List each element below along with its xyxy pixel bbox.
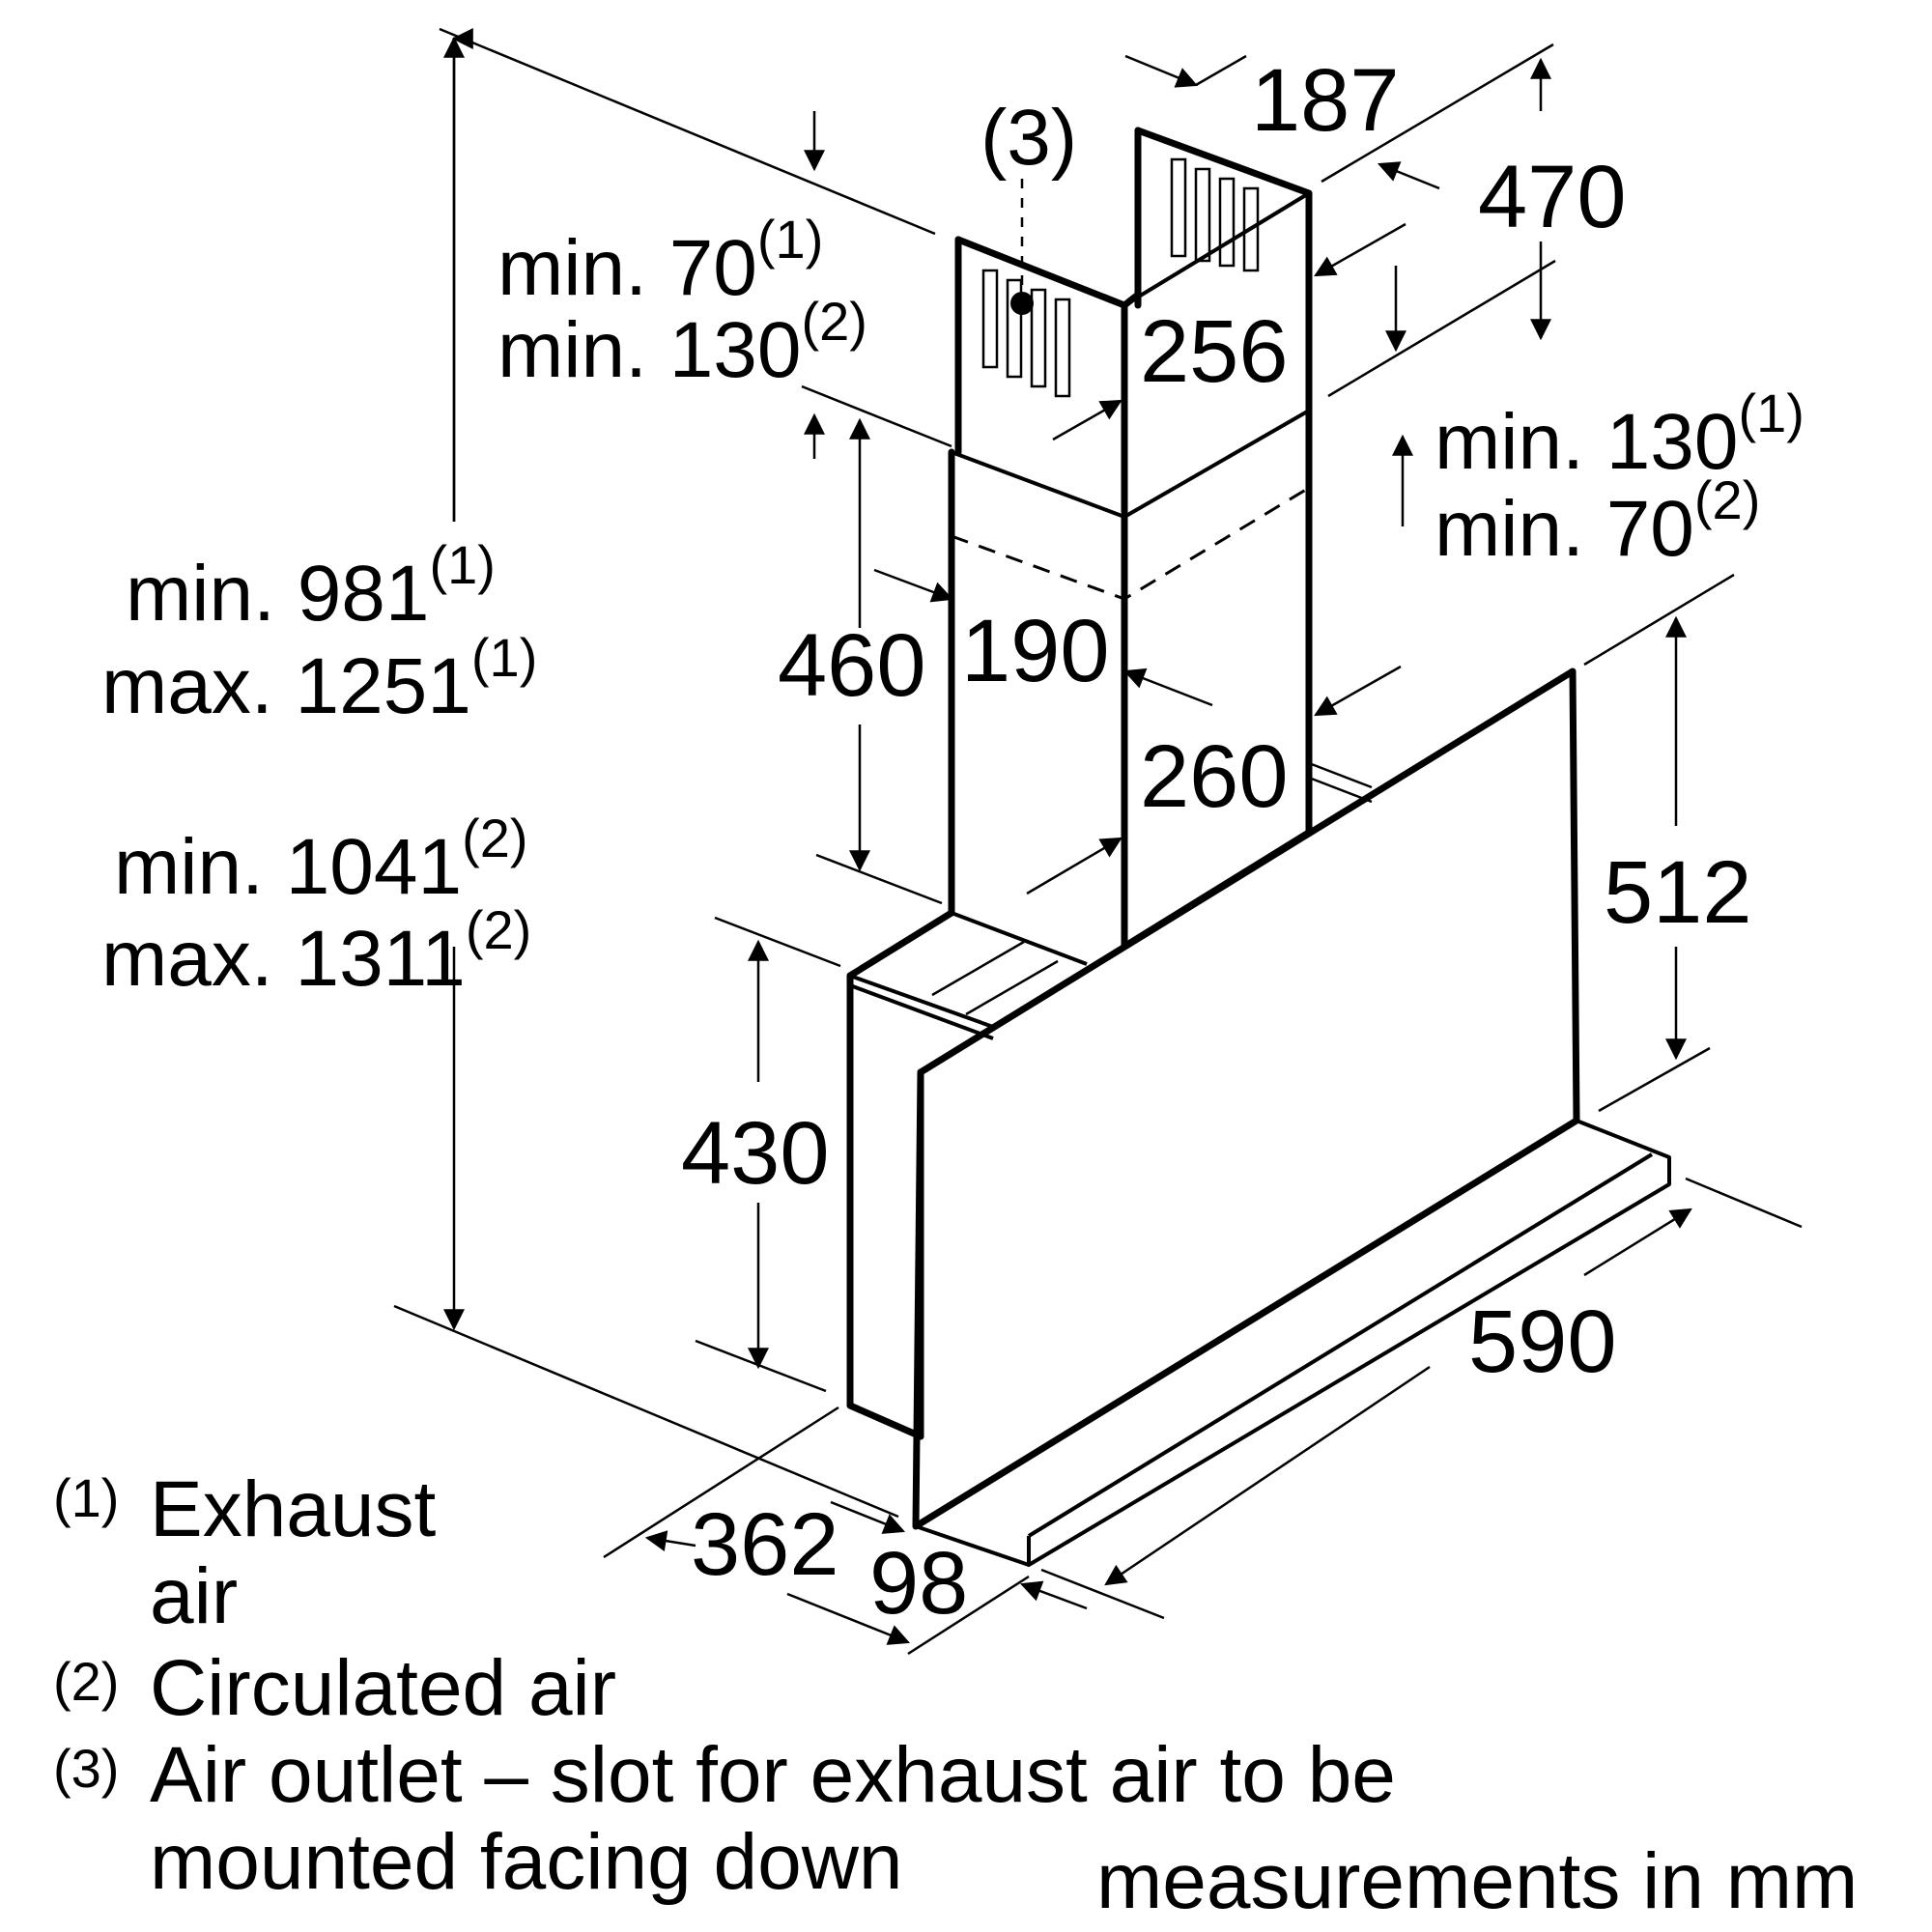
- legend-text-3-line2: mounted facing down: [150, 1818, 903, 1906]
- dim-460: 460: [778, 616, 926, 715]
- hood-body: [846, 668, 1671, 1567]
- legend-text-1-line1: Exhaust: [150, 1465, 437, 1553]
- dim-187: 187: [1251, 51, 1400, 150]
- dimension-labels: 187 470 256 460 190 260 512 430 590 362 …: [101, 51, 1804, 1633]
- clearance-top-circulated: min. 130(2): [497, 291, 867, 394]
- height-exhaust-max: max. 1251(1): [101, 627, 537, 730]
- vent-slots-right: [1170, 157, 1260, 272]
- legend-text-3-line1: Air outlet – slot for exhaust air to be: [150, 1731, 1396, 1819]
- upper-chimney: [954, 127, 1313, 516]
- dim-362: 362: [691, 1495, 839, 1594]
- legend-text-2-line1: Circulated air: [150, 1644, 616, 1732]
- height-exhaust-min: min. 981(1): [126, 534, 496, 638]
- dim-512: 512: [1604, 843, 1752, 942]
- legend-marker-3: (3): [53, 1738, 119, 1799]
- height-circulated-max: max. 1311(2): [101, 899, 531, 1003]
- legend-marker-1: (1): [53, 1467, 119, 1528]
- legend-item-2: (2) Circulated air: [53, 1644, 616, 1732]
- legend: (1) Exhaust air (2) Circulated air (3) A…: [53, 1465, 1858, 1925]
- dim-470: 470: [1478, 148, 1627, 246]
- dim-430: 430: [681, 1104, 830, 1203]
- dim-256: 256: [1140, 302, 1289, 401]
- legend-item-1: (1) Exhaust air: [53, 1465, 437, 1640]
- vent-slots-left: [981, 269, 1071, 398]
- dim-98: 98: [869, 1534, 968, 1633]
- units-note: measurements in mm: [1096, 1837, 1858, 1925]
- clearance-right-exhaust: min. 130(1): [1435, 383, 1804, 486]
- dimension-lines: [393, 29, 1803, 1656]
- dim-590: 590: [1468, 1293, 1617, 1391]
- dim-190: 190: [961, 602, 1110, 700]
- hood-outline: [846, 127, 1671, 1567]
- legend-item-3: (3) Air outlet – slot for exhaust air to…: [53, 1731, 1396, 1906]
- legend-marker-2: (2): [53, 1651, 119, 1712]
- legend-text-1-line2: air: [150, 1552, 238, 1640]
- dim-260: 260: [1140, 727, 1289, 826]
- clearance-right-circulated: min. 70(2): [1435, 469, 1760, 573]
- air-outlet-dot: [1010, 292, 1034, 315]
- outlet-marker-label: (3): [980, 94, 1077, 182]
- height-circulated-min: min. 1041(2): [114, 808, 528, 911]
- clearance-top-exhaust: min. 70(1): [497, 209, 823, 312]
